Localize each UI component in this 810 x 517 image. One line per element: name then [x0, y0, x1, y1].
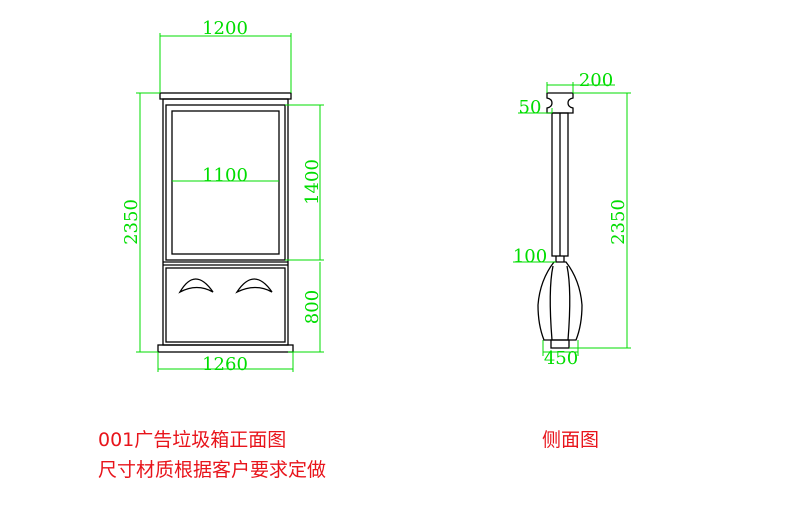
front-lower-panel — [165, 267, 286, 343]
side-top-cap — [546, 92, 574, 114]
front-opening-left — [178, 278, 214, 294]
side-bin-inner-right — [566, 265, 571, 341]
dim-neck-height: 100 — [513, 246, 547, 267]
dim-screen-height: 1400 — [302, 159, 323, 205]
side-view — [537, 92, 583, 349]
front-base — [157, 344, 294, 353]
dim-side-overall-height: 2350 — [608, 199, 629, 245]
dim-post-width: 50 — [519, 97, 542, 118]
dim-base-width: 1260 — [202, 354, 248, 375]
side-bin-inner-left — [549, 265, 554, 341]
front-view — [157, 92, 294, 353]
side-bin-body — [537, 261, 583, 341]
front-dimensions — [136, 33, 324, 372]
front-body — [162, 98, 289, 346]
side-view-title: 侧面图 — [542, 429, 600, 451]
front-opening-right — [235, 278, 273, 294]
front-lightbox-outer — [165, 104, 286, 261]
front-view-title: 001广告垃圾箱正面图 — [98, 429, 287, 451]
side-dimensions — [513, 82, 631, 356]
dim-overall-height: 2350 — [121, 199, 142, 245]
side-base — [550, 339, 570, 349]
dim-overall-width: 1200 — [202, 18, 248, 39]
dim-top-width: 200 — [579, 70, 613, 91]
dim-screen-width: 1100 — [202, 165, 248, 186]
dim-side-base-width: 450 — [544, 348, 578, 369]
front-top-cap — [159, 92, 292, 100]
front-lightbox-inner — [171, 110, 280, 255]
dim-lower-height: 800 — [302, 290, 323, 324]
size-material-note: 尺寸材质根据客户要求定做 — [98, 459, 327, 481]
